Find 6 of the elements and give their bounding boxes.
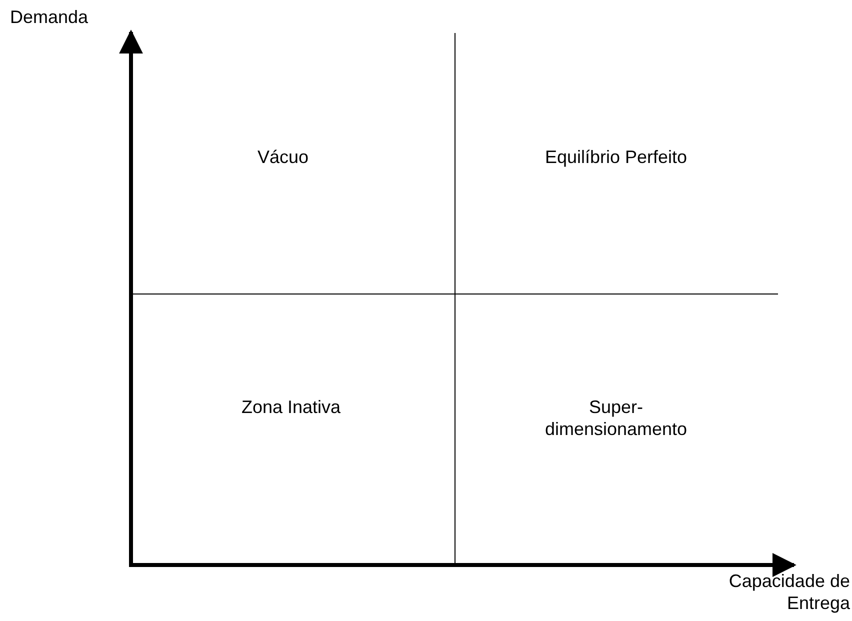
quadrant-label: Zona Inativa: [240, 396, 342, 418]
axis-label: Demanda: [10, 6, 90, 28]
quadrant-label: Vácuo: [256, 146, 310, 168]
quadrant-label: Super- dimensionamento: [544, 396, 688, 440]
quadrant-label: Equilíbrio Perfeito: [544, 146, 688, 168]
axis-label: Capacidade de Entrega: [728, 570, 850, 614]
